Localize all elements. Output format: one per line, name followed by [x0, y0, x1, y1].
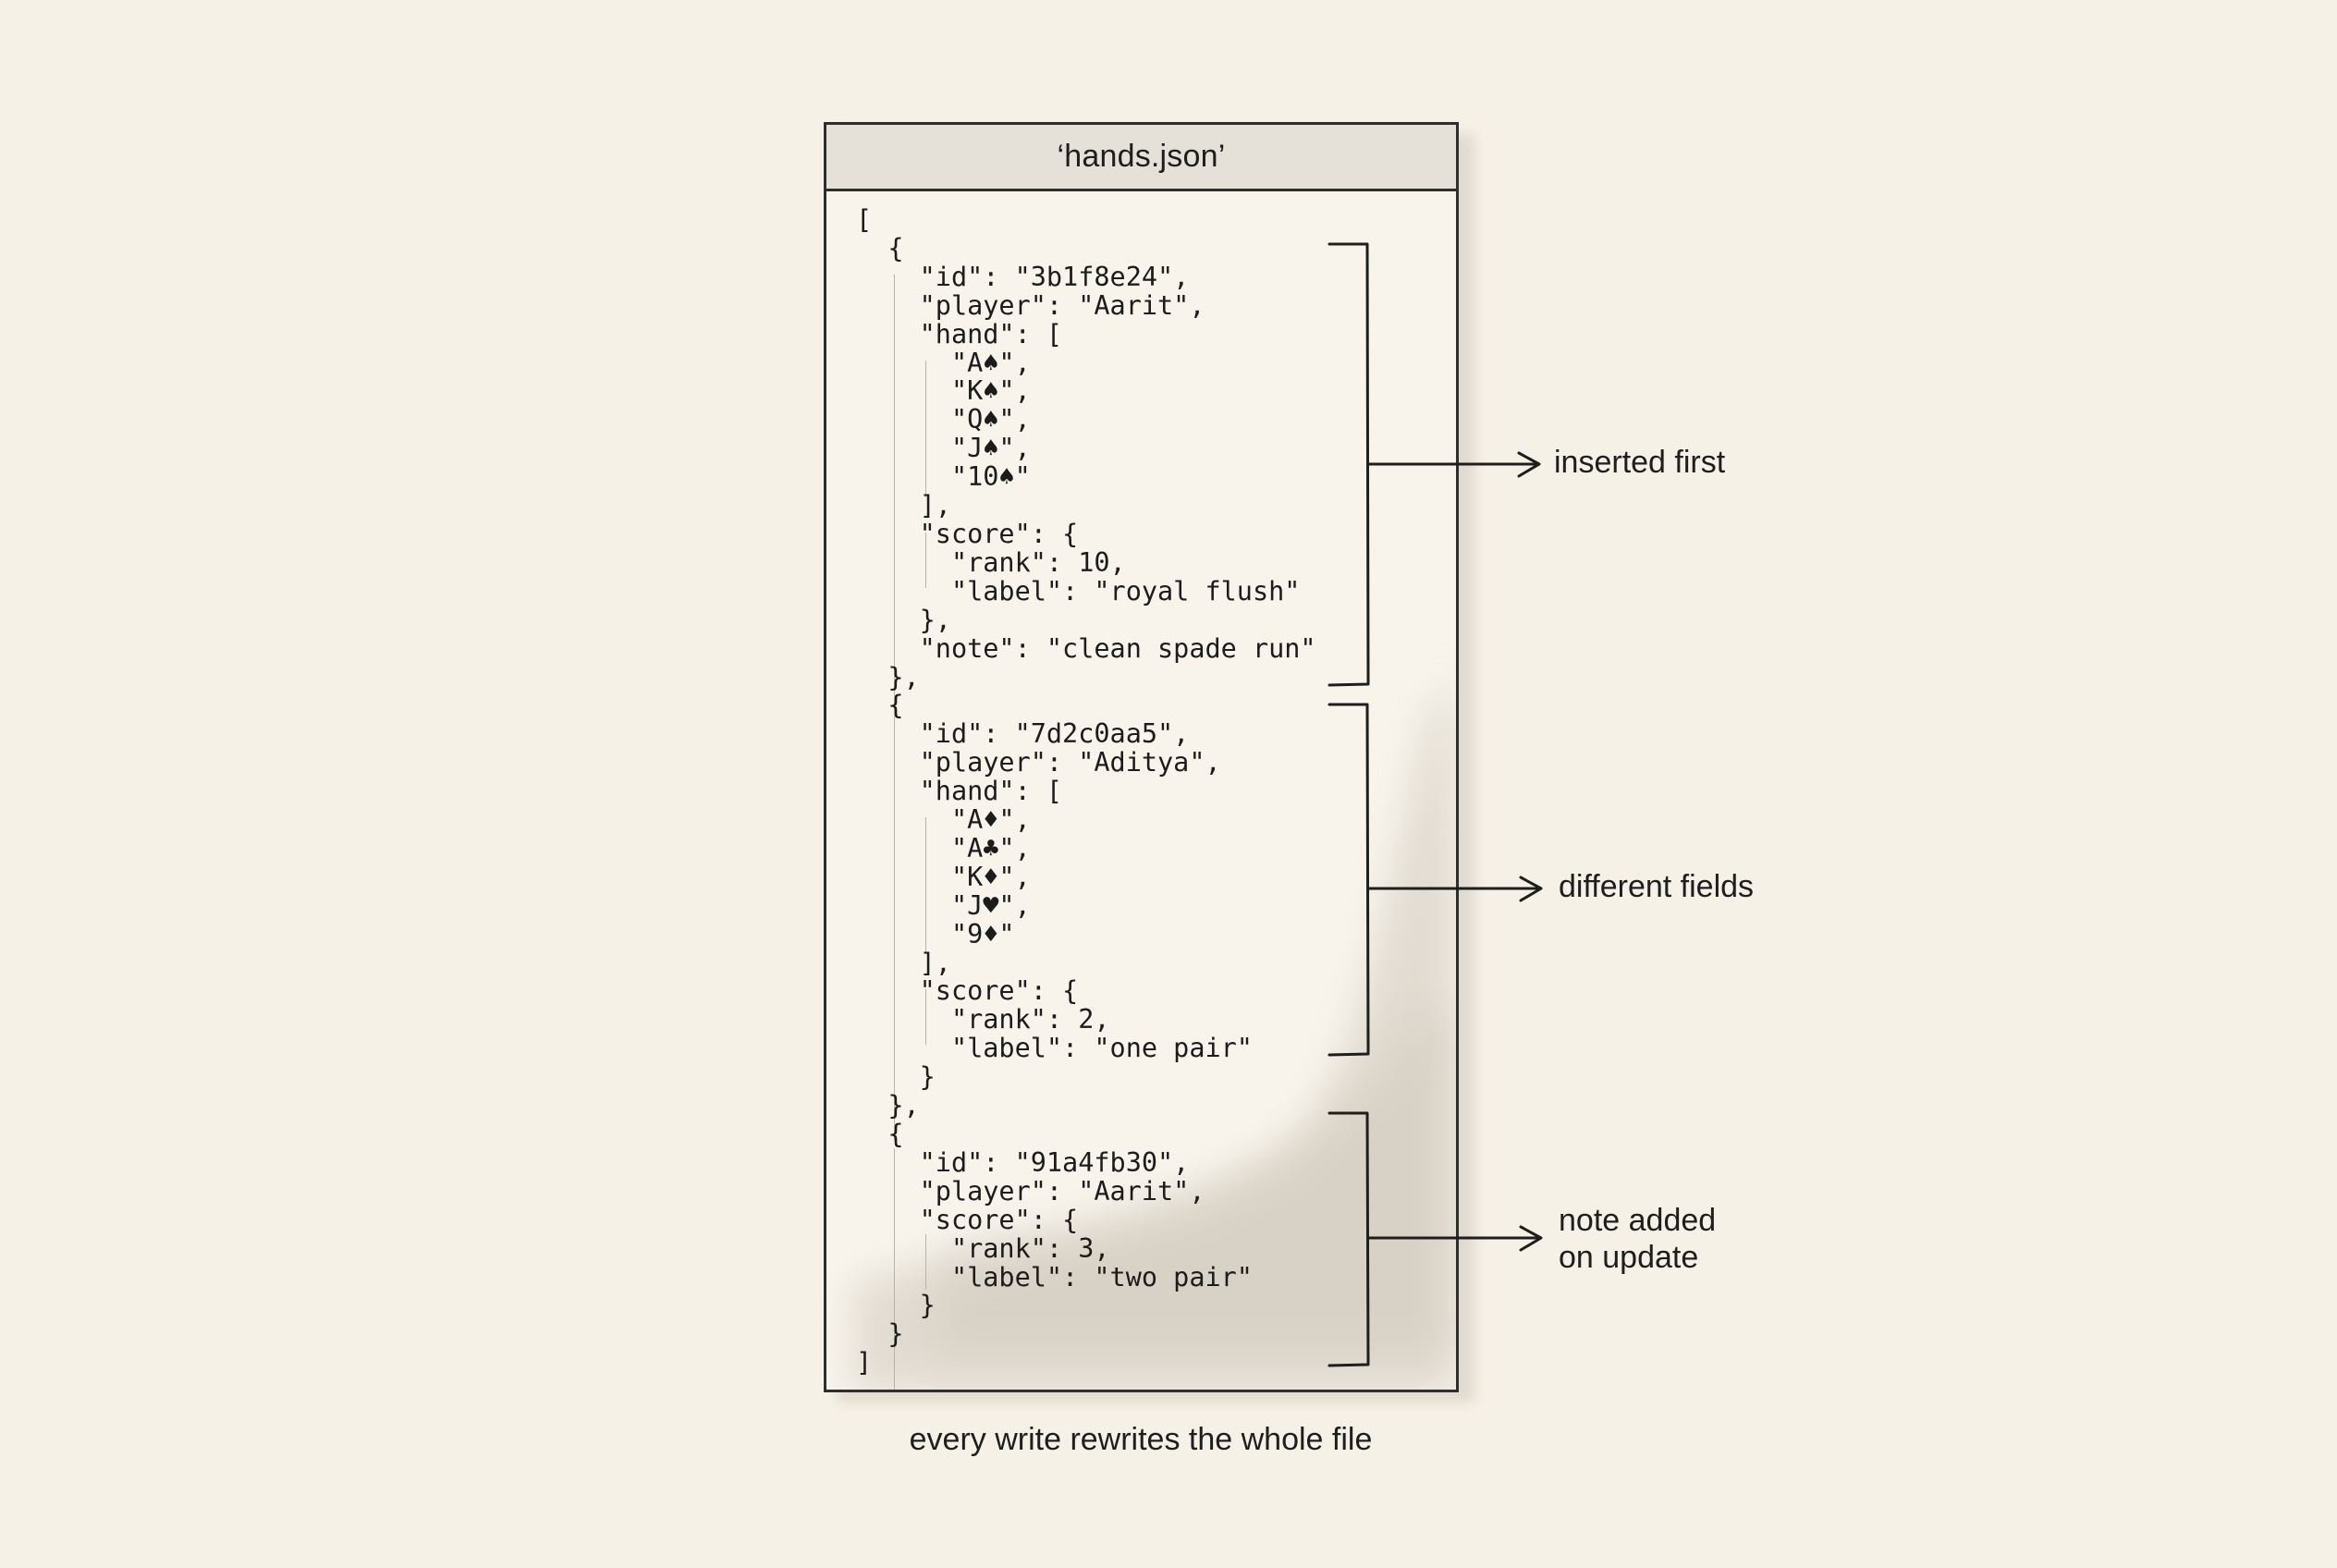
code-line: "score": { [856, 518, 1079, 549]
code-line: "rank": 2, [856, 1004, 1110, 1035]
code-line: "Q♠", [856, 404, 1031, 435]
code-line: "note": "clean spade run" [856, 632, 1316, 664]
code-line: ] [856, 1347, 873, 1378]
code-line: "id": "7d2c0aa5", [856, 718, 1190, 750]
code-line: "A♦", [856, 804, 1031, 836]
code-line: "id": "3b1f8e24", [856, 261, 1190, 292]
code-line: "id": "91a4fb30", [856, 1146, 1190, 1178]
code-line: "10♠" [856, 461, 1031, 493]
code-line: ], [856, 947, 951, 978]
code-line: "rank": 3, [856, 1232, 1110, 1264]
indent-guide [925, 533, 926, 588]
indent-guide [925, 989, 926, 1045]
indent-guide [894, 275, 895, 802]
diagram-caption: every write rewrites the whole file [909, 1422, 1373, 1457]
code-line: { [856, 690, 904, 721]
annotation-different-fields: different fields [1559, 869, 1755, 904]
indent-guide [894, 731, 895, 1141]
indent-guide [925, 1234, 926, 1290]
code-line: "rank": 10, [856, 546, 1126, 578]
code-line: "player": "Aarit", [856, 289, 1205, 321]
code-line: { [856, 1119, 904, 1149]
code-line: "9♦" [856, 918, 1015, 949]
indent-guide [925, 817, 926, 954]
code-line: "K♦", [856, 861, 1031, 892]
code-line: }, [856, 661, 920, 692]
code-line: "J♥", [856, 889, 1031, 921]
code-line: "player": "Aarit", [856, 1175, 1205, 1207]
code-line: "label": "one pair" [856, 1033, 1253, 1064]
code-line: } [856, 1290, 936, 1321]
code-line: "score": { [856, 1204, 1079, 1235]
code-line: "A♣", [856, 832, 1031, 864]
code-line: "label": "royal flush" [856, 575, 1301, 606]
annotation-note-added: note added on update [1559, 1203, 1717, 1275]
file-title-bar: ‘hands.json’ [826, 125, 1456, 191]
code-line: } [856, 1061, 936, 1093]
code-line: "player": "Aditya", [856, 747, 1221, 778]
code-line: }, [856, 604, 951, 635]
file-title: ‘hands.json’ [1057, 139, 1226, 174]
json-code: [ { "id": "3b1f8e24", "player": "Aarit",… [856, 204, 1316, 1378]
code-line: "A♠", [856, 347, 1031, 378]
annotation-inserted-first: inserted first [1554, 445, 1726, 480]
code-line: "label": "two pair" [856, 1261, 1253, 1292]
code-line: "K♠", [856, 375, 1031, 407]
code-line: [ [856, 204, 873, 235]
code-line: "score": { [856, 975, 1079, 1007]
code-line: } [856, 1318, 904, 1350]
code-line: }, [856, 1090, 920, 1121]
code-line: { [856, 232, 904, 263]
indent-guide [894, 1148, 895, 1390]
code-line: "hand": [ [856, 318, 1063, 349]
code-line: "hand": [ [856, 776, 1063, 807]
json-file-window: ‘hands.json’ [ { "id": "3b1f8e24", "play… [824, 122, 1459, 1392]
code-line: ], [856, 490, 951, 521]
indent-guide [925, 361, 926, 497]
code-line: "J♠", [856, 433, 1031, 464]
